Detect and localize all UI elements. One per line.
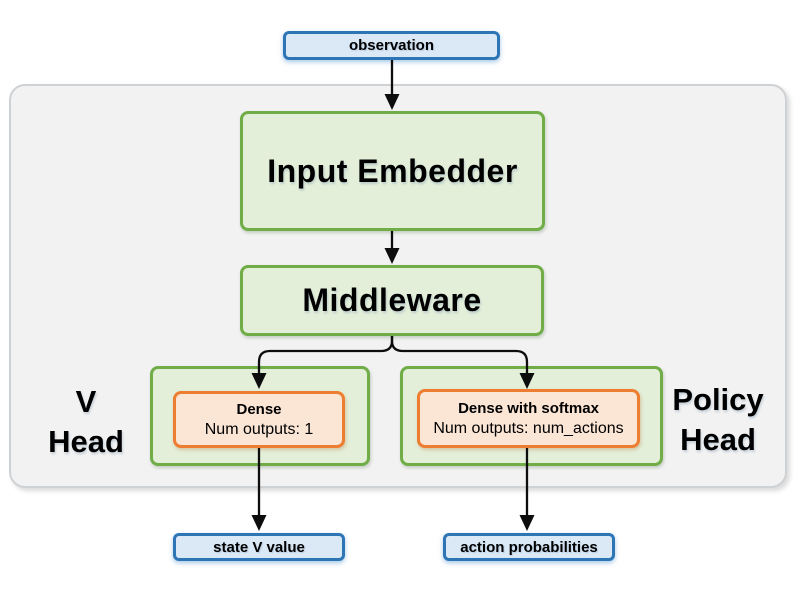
v-head-dense-title: Dense [236, 400, 282, 418]
observation-label: observation [348, 37, 435, 54]
middleware-node: Middleware [240, 265, 544, 336]
policy-head-label-line1: Policy [672, 382, 764, 417]
action-probabilities-node: action probabilities [443, 533, 615, 561]
action-probabilities-label: action probabilities [460, 538, 598, 556]
policy-head-dense-subtitle: Num outputs: num_actions [433, 419, 624, 437]
policy-head-dense-node: Dense with softmax Num outputs: num_acti… [417, 389, 640, 448]
v-head-label: V Head [34, 382, 138, 462]
state-v-value-label: state V value [213, 538, 305, 556]
arrowhead-v-head-to-state-v-value [251, 515, 267, 531]
policy-head-label-line2: Head [680, 422, 756, 457]
v-head-dense-node: Dense Num outputs: 1 [173, 391, 345, 448]
input-embedder-label: Input Embedder [267, 152, 518, 189]
observation-node: observation [283, 31, 500, 60]
policy-head-label: Policy Head [660, 380, 776, 460]
state-v-value-node: state V value [173, 533, 345, 561]
v-head-label-line1: V [75, 384, 97, 419]
v-head-dense-subtitle: Num outputs: 1 [204, 420, 314, 438]
middleware-label: Middleware [302, 282, 482, 318]
policy-head-dense-title: Dense with softmax [458, 399, 599, 417]
v-head-label-line2: Head [48, 424, 124, 459]
input-embedder-node: Input Embedder [240, 111, 545, 231]
arrowhead-policy-head-to-action-probabilities [519, 515, 535, 531]
